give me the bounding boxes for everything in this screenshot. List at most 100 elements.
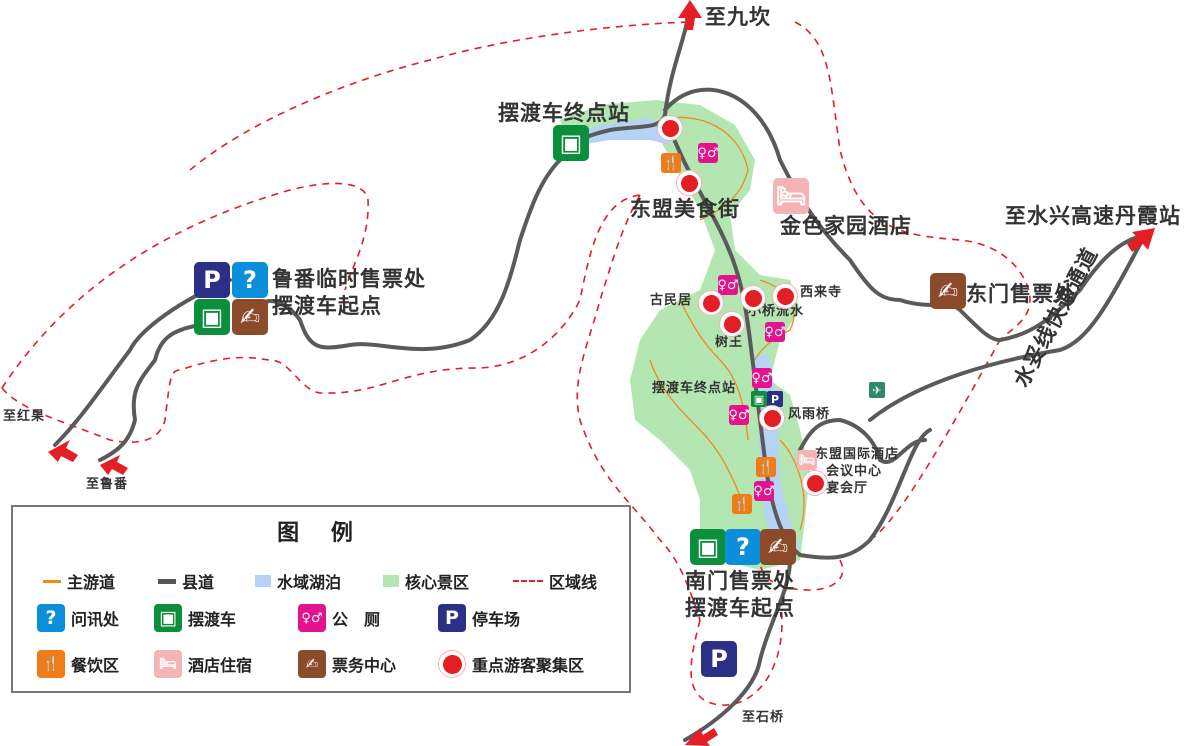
label-shuttle-terminal-north: 摆渡车终点站: [498, 101, 630, 125]
legend-info: ? 问讯处: [37, 604, 119, 632]
arrow-to-lufan: [100, 455, 128, 475]
legend-label: 县道: [182, 573, 215, 592]
label-to-lufan: 至鲁番: [86, 477, 129, 492]
core-area-swatch: [383, 575, 399, 587]
direction-arrows: [48, 0, 1155, 746]
legend-label: 主游道: [67, 573, 116, 592]
label-east-gate-ticket: 东门售票处: [966, 282, 1076, 306]
crowd-spot-icon: [438, 650, 466, 678]
legend-label: 水域湖泊: [277, 573, 342, 592]
hotel-icon: 🛏: [154, 650, 182, 678]
label-golden-home-hotel: 金色家园酒店: [780, 214, 912, 238]
label-banquet-hall: 宴会厅: [826, 481, 869, 496]
legend-region-line: 区域线: [513, 569, 597, 593]
label-ancient-residence: 古民居: [650, 293, 693, 308]
hotel-icon[interactable]: 🛏: [773, 178, 809, 214]
label-xilai-temple: 西来寺: [800, 285, 843, 300]
arrow-to-shiqiao: [685, 728, 718, 746]
legend-label: 区域线: [549, 573, 598, 592]
crowd-hotspot[interactable]: [698, 290, 724, 316]
bus-icon[interactable]: ▣: [553, 125, 589, 161]
restaurant-icon[interactable]: 🍴: [732, 494, 752, 514]
label-wind-rain-bridge: 风雨桥: [788, 407, 831, 422]
toilet-icon[interactable]: ♀♂: [717, 275, 739, 295]
info-icon[interactable]: ?: [725, 529, 761, 565]
crowd-hotspot[interactable]: [802, 470, 828, 496]
crowd-hotspot[interactable]: [759, 405, 785, 431]
toilet-icon[interactable]: ♀♂: [753, 481, 775, 501]
legend-main-path: 主游道: [43, 569, 115, 593]
legend-hotel: 🛏 酒店住宿: [154, 650, 252, 678]
parking-icon[interactable]: P: [767, 391, 783, 407]
legend-county-road: 县道: [158, 569, 214, 593]
water-swatch: [255, 575, 271, 587]
parking-icon[interactable]: P: [194, 262, 230, 298]
legend-core-area: 核心景区: [383, 569, 469, 593]
ticket-icon[interactable]: ✍: [930, 273, 966, 309]
bus-icon[interactable]: ▣: [751, 391, 767, 407]
gray-line-swatch: [158, 578, 176, 584]
crowd-hotspot[interactable]: [657, 115, 683, 141]
orange-line-swatch: [43, 579, 61, 583]
label-dongmeng-food-street: 东盟美食街: [630, 197, 740, 221]
legend-title: 图 例: [277, 521, 365, 546]
toilet-icon[interactable]: ♀♂: [764, 322, 786, 342]
ticket-icon[interactable]: ✍: [232, 299, 268, 335]
legend-label: 酒店住宿: [188, 656, 253, 675]
legend-toilet: ♀♂ 公 厕: [298, 604, 380, 632]
label-to-honguo: 至红果: [3, 409, 46, 424]
ticket-icon: ✍: [298, 650, 326, 678]
legend-label: 停车场: [472, 610, 521, 629]
label-lufan-ticket-line2: 摆渡车起点: [272, 294, 382, 318]
hotel-icon[interactable]: 🛏: [797, 450, 817, 470]
legend-label: 重点游客聚集区: [472, 656, 585, 675]
ticket-icon[interactable]: ✍: [760, 529, 796, 565]
label-to-shuixing-danxia: 至水兴高速丹霞站: [1005, 204, 1181, 228]
legend-label: 核心景区: [405, 573, 470, 592]
restaurant-icon[interactable]: 🍴: [756, 457, 776, 477]
helipad-icon[interactable]: ✈: [869, 382, 885, 398]
label-shuttle-terminal-mid: 摆渡车终点站: [652, 381, 737, 396]
restaurant-icon: 🍴: [37, 650, 65, 678]
arrow-to-jiukan: [678, 0, 702, 30]
label-to-shiqiao: 至石桥: [742, 710, 785, 725]
label-to-jiukan: 至九坎: [705, 5, 771, 29]
toilet-icon[interactable]: ♀♂: [697, 143, 719, 163]
legend-label: 餐饮区: [71, 656, 120, 675]
parking-icon: P: [438, 604, 466, 632]
info-icon[interactable]: ?: [232, 262, 268, 298]
county-roads: [53, 6, 1147, 742]
label-conference-center: 会议中心: [826, 464, 883, 479]
legend-restaurant: 🍴 餐饮区: [37, 650, 119, 678]
toilet-icon: ♀♂: [298, 604, 326, 632]
label-dongmeng-intl-hotel: 东盟国际酒店: [815, 447, 900, 462]
legend-label: 票务中心: [332, 656, 397, 675]
crowd-hotspot[interactable]: [740, 285, 766, 311]
restaurant-icon[interactable]: 🍴: [661, 153, 681, 173]
bus-icon[interactable]: ▣: [194, 299, 230, 335]
crowd-hotspot[interactable]: [772, 283, 798, 309]
parking-icon[interactable]: P: [701, 641, 737, 677]
label-lufan-ticket-line1: 鲁番临时售票处: [272, 267, 426, 291]
bus-icon[interactable]: ▣: [690, 529, 726, 565]
dashed-line-swatch: [513, 580, 543, 582]
legend-label: 公 厕: [332, 610, 381, 629]
toilet-icon[interactable]: ♀♂: [751, 368, 773, 388]
toilet-icon[interactable]: ♀♂: [728, 405, 750, 425]
core-scenic-area: [560, 100, 810, 570]
legend-parking: P 停车场: [438, 604, 520, 632]
label-south-gate-line1: 南门售票处: [685, 569, 795, 593]
legend-label: 摆渡车: [188, 610, 237, 629]
crowd-hotspot[interactable]: [719, 311, 745, 337]
region-boundary-lines: [1, 21, 1031, 706]
legend-ticket: ✍ 票务中心: [298, 650, 396, 678]
legend-crowd-spot: 重点游客聚集区: [438, 650, 584, 678]
label-south-gate-line2: 摆渡车起点: [685, 596, 795, 620]
map-legend: 图 例 主游道 县道 水域湖泊 核心景区 区域线 ? 问讯处 ▣ 摆渡车 ♀♂ …: [11, 505, 631, 693]
info-icon: ?: [37, 604, 65, 632]
arrow-to-honguo: [48, 440, 78, 462]
crowd-hotspot[interactable]: [676, 170, 702, 196]
legend-label: 问讯处: [71, 610, 120, 629]
bus-icon: ▣: [154, 604, 182, 632]
